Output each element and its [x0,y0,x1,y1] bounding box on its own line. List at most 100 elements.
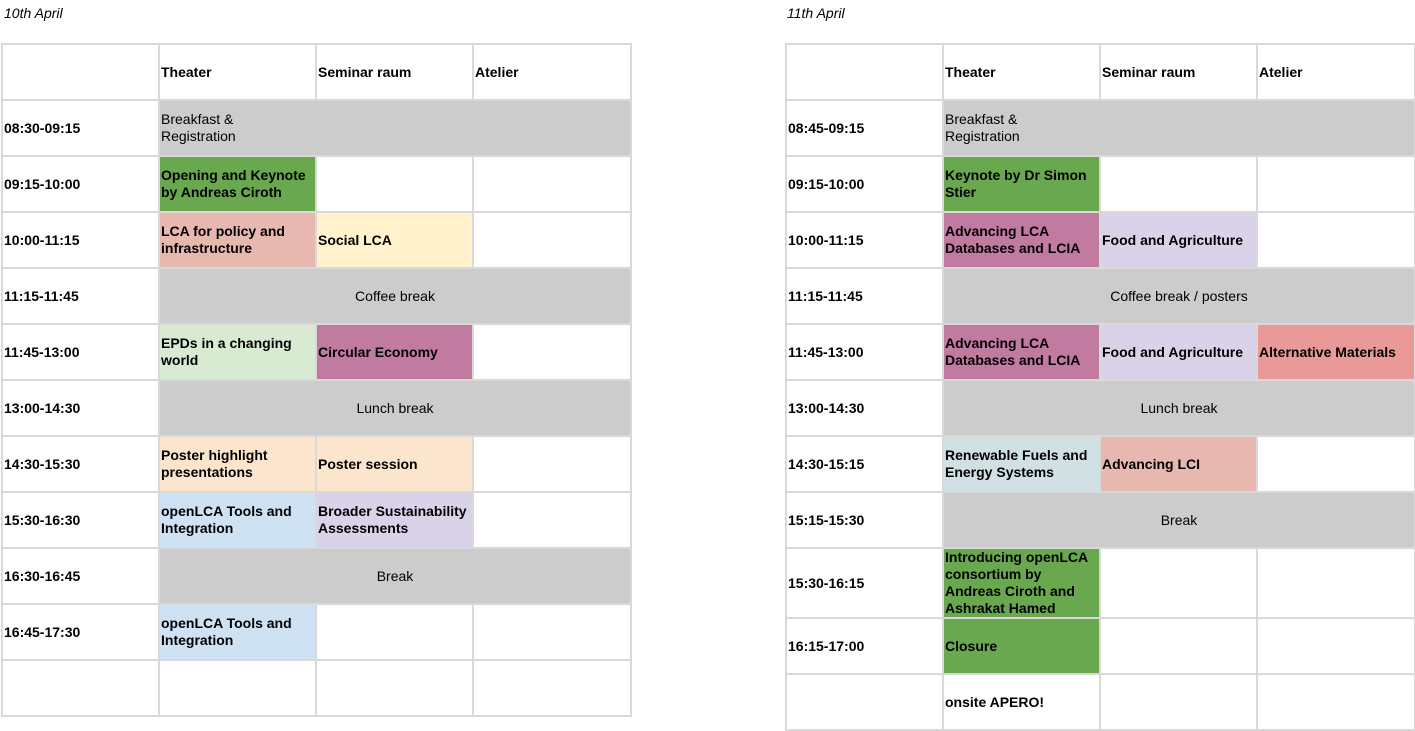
session-advancing-lca-databases: Advancing LCA Databases and LCIA [942,211,1101,269]
corner-cell [785,43,944,101]
session-closure: Closure [942,617,1101,675]
session-lca-policy: LCA for policy and infrastructure [158,211,317,269]
session-openlca-tools: openLCA Tools and Integration [158,491,317,549]
table-row: 10:00-11:15 Advancing LCA Databases and … [785,211,1415,269]
session-lunch-break: Lunch break [158,379,632,437]
session-empty [315,659,474,717]
session-food-agriculture: Food and Agriculture [1099,323,1258,381]
session-empty [1099,155,1258,213]
session-empty [1256,211,1415,269]
session-empty [1099,547,1258,619]
time-cell [785,673,944,731]
table-row: 14:30-15:30 Poster highlight presentatio… [1,435,632,493]
table-row: 13:00-14:30 Lunch break [785,379,1415,437]
time-cell: 16:15-17:00 [785,617,944,675]
session-empty [472,323,632,381]
time-cell: 15:30-16:30 [1,491,160,549]
day2-schedule-table: Theater Seminar raum Atelier 08:45-09:15… [785,43,1415,731]
session-lunch-break: Lunch break [942,379,1415,437]
table-row: 14:30-15:15 Renewable Fuels and Energy S… [785,435,1415,493]
header-atelier: Atelier [472,43,632,101]
time-cell: 16:45-17:30 [1,603,160,661]
session-renewable-fuels: Renewable Fuels and Energy Systems [942,435,1101,493]
time-cell: 11:15-11:45 [785,267,944,325]
day2-title: 11th April [787,5,845,21]
session-advancing-lci: Advancing LCI [1099,435,1258,493]
session-coffee-break: Coffee break [158,267,632,325]
time-cell: 13:00-14:30 [785,379,944,437]
session-empty [472,155,632,213]
time-cell: 10:00-11:15 [785,211,944,269]
session-food-agriculture: Food and Agriculture [1099,211,1258,269]
session-empty [1256,155,1415,213]
table-row: onsite APERO! [785,673,1415,731]
session-social-lca: Social LCA [315,211,474,269]
time-cell: 11:45-13:00 [1,323,160,381]
header-seminar-raum: Seminar raum [315,43,474,101]
table-row: 15:30-16:30 openLCA Tools and Integratio… [1,491,632,549]
table-row: 11:45-13:00 EPDs in a changing world Cir… [1,323,632,381]
session-breakfast-label: Breakfast & Registration [161,111,236,144]
header-atelier: Atelier [1256,43,1415,101]
table-row: 11:45-13:00 Advancing LCA Databases and … [785,323,1415,381]
table-row: 15:30-16:15 Introducing openLCA consorti… [785,547,1415,619]
session-empty [1256,547,1415,619]
session-empty [1099,617,1258,675]
session-empty [1256,617,1415,675]
header-theater: Theater [942,43,1101,101]
time-cell: 16:30-16:45 [1,547,160,605]
session-empty [472,659,632,717]
table-row: 16:15-17:00 Closure [785,617,1415,675]
time-cell: 11:15-11:45 [1,267,160,325]
session-empty [472,603,632,661]
session-empty [472,211,632,269]
table-row: 11:15-11:45 Coffee break / posters [785,267,1415,325]
session-coffee-break: Coffee break / posters [942,267,1415,325]
header-seminar-raum: Seminar raum [1099,43,1258,101]
session-opening-keynote: Opening and Keynote by Andreas Ciroth [158,155,317,213]
table-row [1,659,632,717]
day1-title: 10th April [4,5,63,21]
session-empty [1256,435,1415,493]
time-cell: 14:30-15:30 [1,435,160,493]
session-poster-session: Poster session [315,435,474,493]
session-broader-sustainability: Broader Sustainability Assessments [315,491,474,549]
session-alternative-materials: Alternative Materials [1256,323,1415,381]
session-breakfast-label: Breakfast & Registration [945,111,1020,144]
session-advancing-lca-databases: Advancing LCA Databases and LCIA [942,323,1101,381]
session-break: Break [942,491,1415,549]
session-openlca-consortium: Introducing openLCA consortium by Andrea… [942,547,1101,619]
table-row: 11:15-11:45 Coffee break [1,267,632,325]
session-epds: EPDs in a changing world [158,323,317,381]
time-cell: 09:15-10:00 [785,155,944,213]
session-empty [1256,673,1415,731]
session-empty [158,659,317,717]
session-breakfast: Breakfast & Registration [942,99,1415,157]
time-cell: 15:15-15:30 [785,491,944,549]
table-row: 08:45-09:15 Breakfast & Registration [785,99,1415,157]
time-cell: 15:30-16:15 [785,547,944,619]
time-cell: 11:45-13:00 [785,323,944,381]
time-cell: 08:45-09:15 [785,99,944,157]
session-empty [315,155,474,213]
session-breakfast: Breakfast & Registration [158,99,632,157]
table-header-row: Theater Seminar raum Atelier [785,43,1415,101]
time-cell: 08:30-09:15 [1,99,160,157]
session-empty [315,603,474,661]
table-row: 10:00-11:15 LCA for policy and infrastru… [1,211,632,269]
session-empty [1099,673,1258,731]
session-keynote-stier: Keynote by Dr Simon Stier [942,155,1101,213]
session-break: Break [158,547,632,605]
table-row: 13:00-14:30 Lunch break [1,379,632,437]
table-row: 08:30-09:15 Breakfast & Registration [1,99,632,157]
time-cell: 09:15-10:00 [1,155,160,213]
time-cell [1,659,160,717]
table-header-row: Theater Seminar raum Atelier [1,43,632,101]
corner-cell [1,43,160,101]
session-empty [472,491,632,549]
table-row: 15:15-15:30 Break [785,491,1415,549]
session-circular-economy: Circular Economy [315,323,474,381]
session-apero: onsite APERO! [942,673,1101,731]
time-cell: 14:30-15:15 [785,435,944,493]
session-poster-highlight: Poster highlight presentations [158,435,317,493]
